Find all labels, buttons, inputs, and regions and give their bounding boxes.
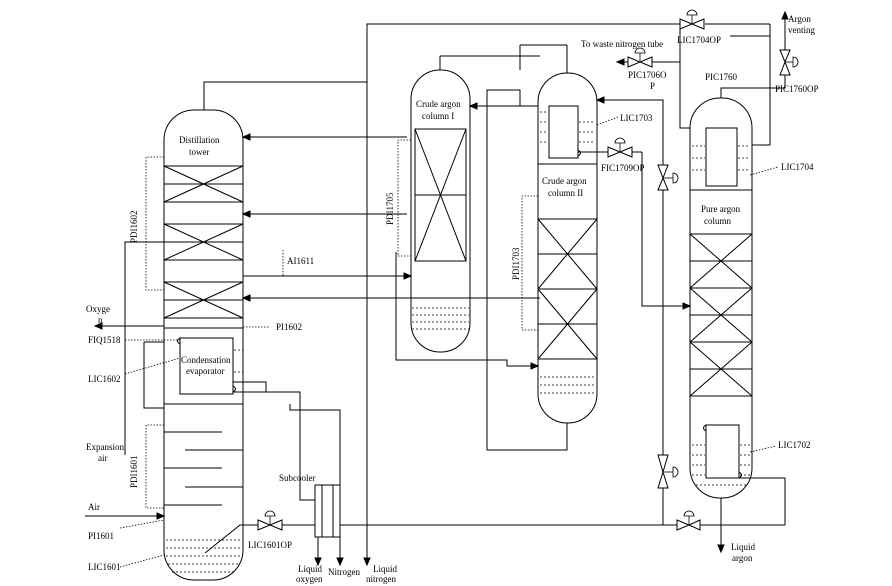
valve-lic1601op <box>257 510 283 531</box>
crude-argon-1-label-2: column I <box>422 111 454 121</box>
tag-PI1602: PI1602 <box>276 322 302 332</box>
tag-PDI1705: PDI1705 <box>385 192 395 225</box>
distillation-tower <box>163 109 244 581</box>
tag-PDI1601: PDI1601 <box>129 455 139 488</box>
tag-PIC1706OP-2: P <box>650 81 655 91</box>
liquid-nitrogen-label-2: nitrogen <box>366 574 396 584</box>
tag-PIC1760OP: PIC1760OP <box>775 84 819 94</box>
valve-lic1704op <box>679 9 705 30</box>
valve-pic1760op <box>779 49 799 76</box>
tag-LIC1601OP: LIC1601OP <box>248 540 292 550</box>
distillation-tower-label-1: Distillation <box>179 135 220 145</box>
liquid-oxygen-label-1: Liquid <box>298 564 322 574</box>
tag-LIC1602: LIC1602 <box>88 374 121 384</box>
tag-AI1611: AI1611 <box>287 256 314 266</box>
liquid-nitrogen-label-1: Liquid <box>373 564 397 574</box>
crude-argon-2-label-1: Crude argon <box>542 176 587 186</box>
argon-venting-label-1: Argon <box>788 14 811 24</box>
tag-LIC1704: LIC1704 <box>781 162 814 172</box>
liquid-argon-label-2: argon <box>732 553 753 563</box>
crude-argon-2-label-2: column II <box>548 188 583 198</box>
tag-PDI1703: PDI1703 <box>511 247 521 280</box>
nitrogen-label: Nitrogen <box>328 567 360 577</box>
valve-vertical-upper <box>657 164 679 191</box>
tag-LIC1704OP: LIC1704OP <box>677 35 721 45</box>
condensation-evaporator-label-1: Condensation <box>181 355 231 365</box>
tag-PI1601: PI1601 <box>88 531 114 541</box>
liquid-argon-label-1: Liquid <box>731 542 755 552</box>
waste-nitrogen-label: To waste nitrogen tube <box>581 39 663 49</box>
air-label: Air <box>88 502 100 512</box>
tag-PIC1760: PIC1760 <box>705 72 738 82</box>
tag-PDI1602: PDI1602 <box>129 210 139 243</box>
valve-vertical-lower <box>657 454 679 489</box>
pure-argon-label-1: Pure argon <box>701 204 741 214</box>
argon-venting-label-2: venting <box>788 25 815 35</box>
tag-FIQ1518: FIQ1518 <box>88 335 121 345</box>
crude-argon-1-label-1: Crude argon <box>416 99 461 109</box>
signal-lines <box>119 116 779 568</box>
valve-fic1709op <box>607 137 633 158</box>
crude-argon-column-2 <box>537 72 598 424</box>
subcooler <box>314 484 341 538</box>
oxygen-label-2: n <box>98 315 103 325</box>
crude-argon-column-1 <box>410 69 471 353</box>
valve-liquid-argon <box>676 510 701 531</box>
subcooler-label: Subcooler <box>279 473 316 483</box>
tag-LIC1702: LIC1702 <box>778 440 811 450</box>
valve-pic1706op <box>627 47 653 68</box>
pure-argon-column <box>689 97 753 499</box>
tag-LIC1703: LIC1703 <box>620 113 653 123</box>
pure-argon-label-2: column <box>704 216 731 226</box>
oxygen-label-1: Oxyge <box>86 304 110 314</box>
tag-FIC1709OP: FIC1709OP <box>601 163 645 173</box>
distillation-tower-label-2: tower <box>189 147 210 157</box>
liquid-oxygen-label-2: oxygen <box>296 574 323 584</box>
piping <box>85 10 789 567</box>
condensation-evaporator-label-2: evaporator <box>186 366 224 376</box>
tag-LIC1601: LIC1601 <box>88 562 121 572</box>
tag-PIC1706OP-1: PIC1706O <box>628 70 667 80</box>
expansion-air-label-1: Expansion <box>86 442 124 452</box>
expansion-air-label-2: air <box>98 453 108 463</box>
